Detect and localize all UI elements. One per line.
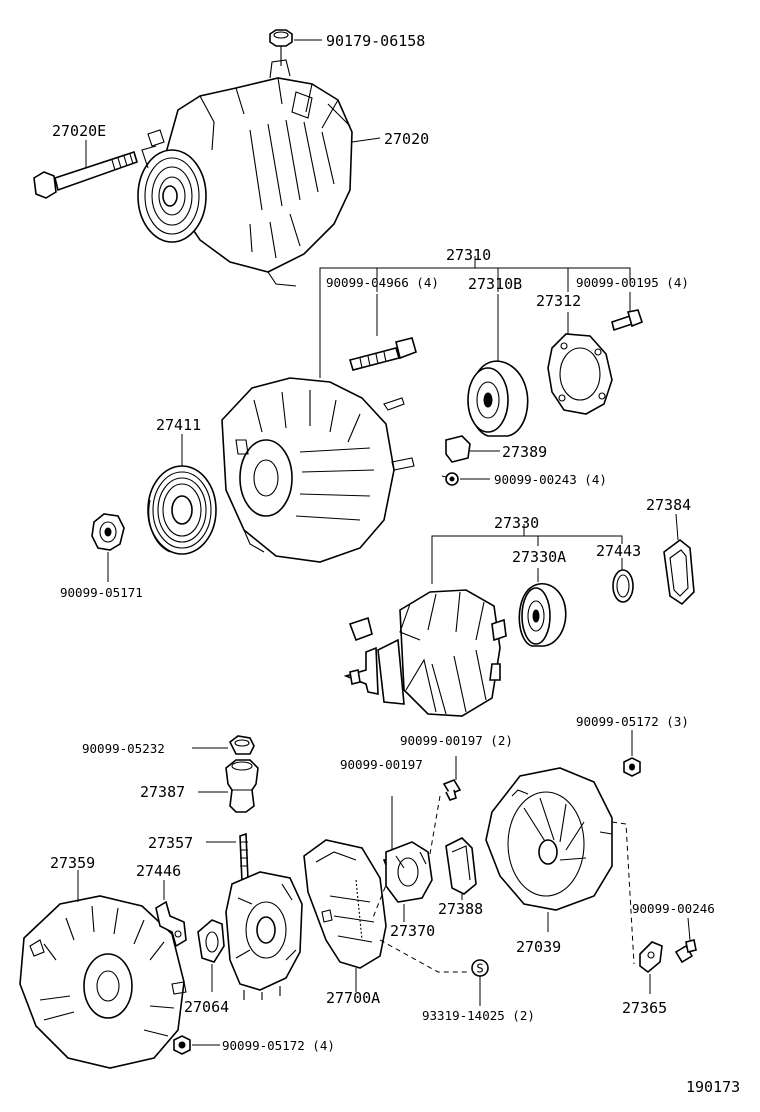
pulley-nut-90099-05171 (91, 513, 125, 551)
regulator-27700A (303, 839, 387, 969)
bolt-90099-05172-4 (173, 1035, 191, 1055)
label-27411: 27411 (156, 416, 201, 434)
through-bolt-27020E (33, 150, 138, 199)
label-27443: 27443 (596, 542, 641, 560)
bushing-27387 (225, 759, 259, 813)
bolt-90099-05172-3 (623, 757, 641, 777)
label-27310: 27310 (446, 246, 491, 264)
terminal-nut-90179-06158 (269, 29, 293, 66)
rear-cover-27039 (485, 767, 613, 911)
label-27389: 27389 (502, 443, 547, 461)
screw-90099-00197-2 (442, 779, 462, 801)
ring-27443 (612, 569, 634, 603)
label-27330A: 27330A (512, 548, 566, 566)
label-27446: 27446 (136, 862, 181, 880)
pulley-27411 (147, 465, 217, 555)
bolt-90099-00246 (674, 939, 697, 964)
label-27387: 27387 (140, 783, 185, 801)
terminal-27446 (155, 900, 187, 948)
screw-90099-00195 (611, 309, 643, 332)
label-27312: 27312 (536, 292, 581, 310)
label-90099-00246: 90099-00246 (632, 901, 715, 916)
label-27310B: 27310B (468, 275, 522, 293)
label-93319-14025: 93319-14025 (2) (422, 1008, 535, 1023)
figure-number: 190173 (686, 1078, 740, 1096)
terminal-27365 (639, 941, 663, 974)
rear-end-frame-27359 (19, 895, 187, 1069)
bearing-27310B (467, 360, 529, 437)
terminal-insulator-27389 (445, 435, 471, 463)
label-27359: 27359 (50, 854, 95, 872)
label-27020E: 27020E (52, 122, 106, 140)
holder-27370 (385, 841, 433, 903)
washer-93319-14025: S (471, 959, 489, 977)
label-90099-00197: 90099-00197 (340, 757, 423, 772)
label-90179-06158: 90179-06158 (326, 32, 425, 50)
label-90099-00197-2: 90099-00197 (2) (400, 733, 513, 748)
label-90099-05172-3: 90099-05172 (3) (576, 714, 689, 729)
stud-bolt-90099-04966 (348, 337, 417, 371)
nut-90099-05232 (228, 735, 255, 755)
label-27370: 27370 (390, 922, 435, 940)
bearing-27330A (518, 582, 567, 647)
label-90099-05171: 90099-05171 (60, 585, 143, 600)
label-90099-00243: 90099-00243 (4) (494, 472, 607, 487)
insulator-27384 (663, 538, 695, 606)
label-27365: 27365 (622, 999, 667, 1017)
alternator-assembly-27020 (137, 59, 353, 287)
drive-end-frame-27310 (221, 377, 415, 563)
bolt-90099-00243 (441, 472, 459, 486)
label-27384: 27384 (646, 496, 691, 514)
label-90099-04966: 90099-04966 (4) (326, 275, 439, 290)
label-27064: 27064 (184, 998, 229, 1016)
label-27020: 27020 (384, 130, 429, 148)
cover-27388 (445, 837, 477, 895)
label-90099-05232: 90099-05232 (82, 741, 165, 756)
rotor-27330 (343, 589, 507, 717)
retainer-plate-27312 (547, 333, 613, 415)
label-27039: 27039 (516, 938, 561, 956)
label-27700A: 27700A (326, 989, 380, 1007)
label-27388: 27388 (438, 900, 483, 918)
label-27330: 27330 (494, 514, 539, 532)
label-27357: 27357 (148, 834, 193, 852)
s-mark: S (476, 961, 484, 976)
label-90099-00195: 90099-00195 (4) (576, 275, 689, 290)
label-90099-05172-4: 90099-05172 (4) (222, 1038, 335, 1053)
gasket-27064 (197, 919, 225, 963)
brush-holder-27357 (225, 832, 303, 1000)
